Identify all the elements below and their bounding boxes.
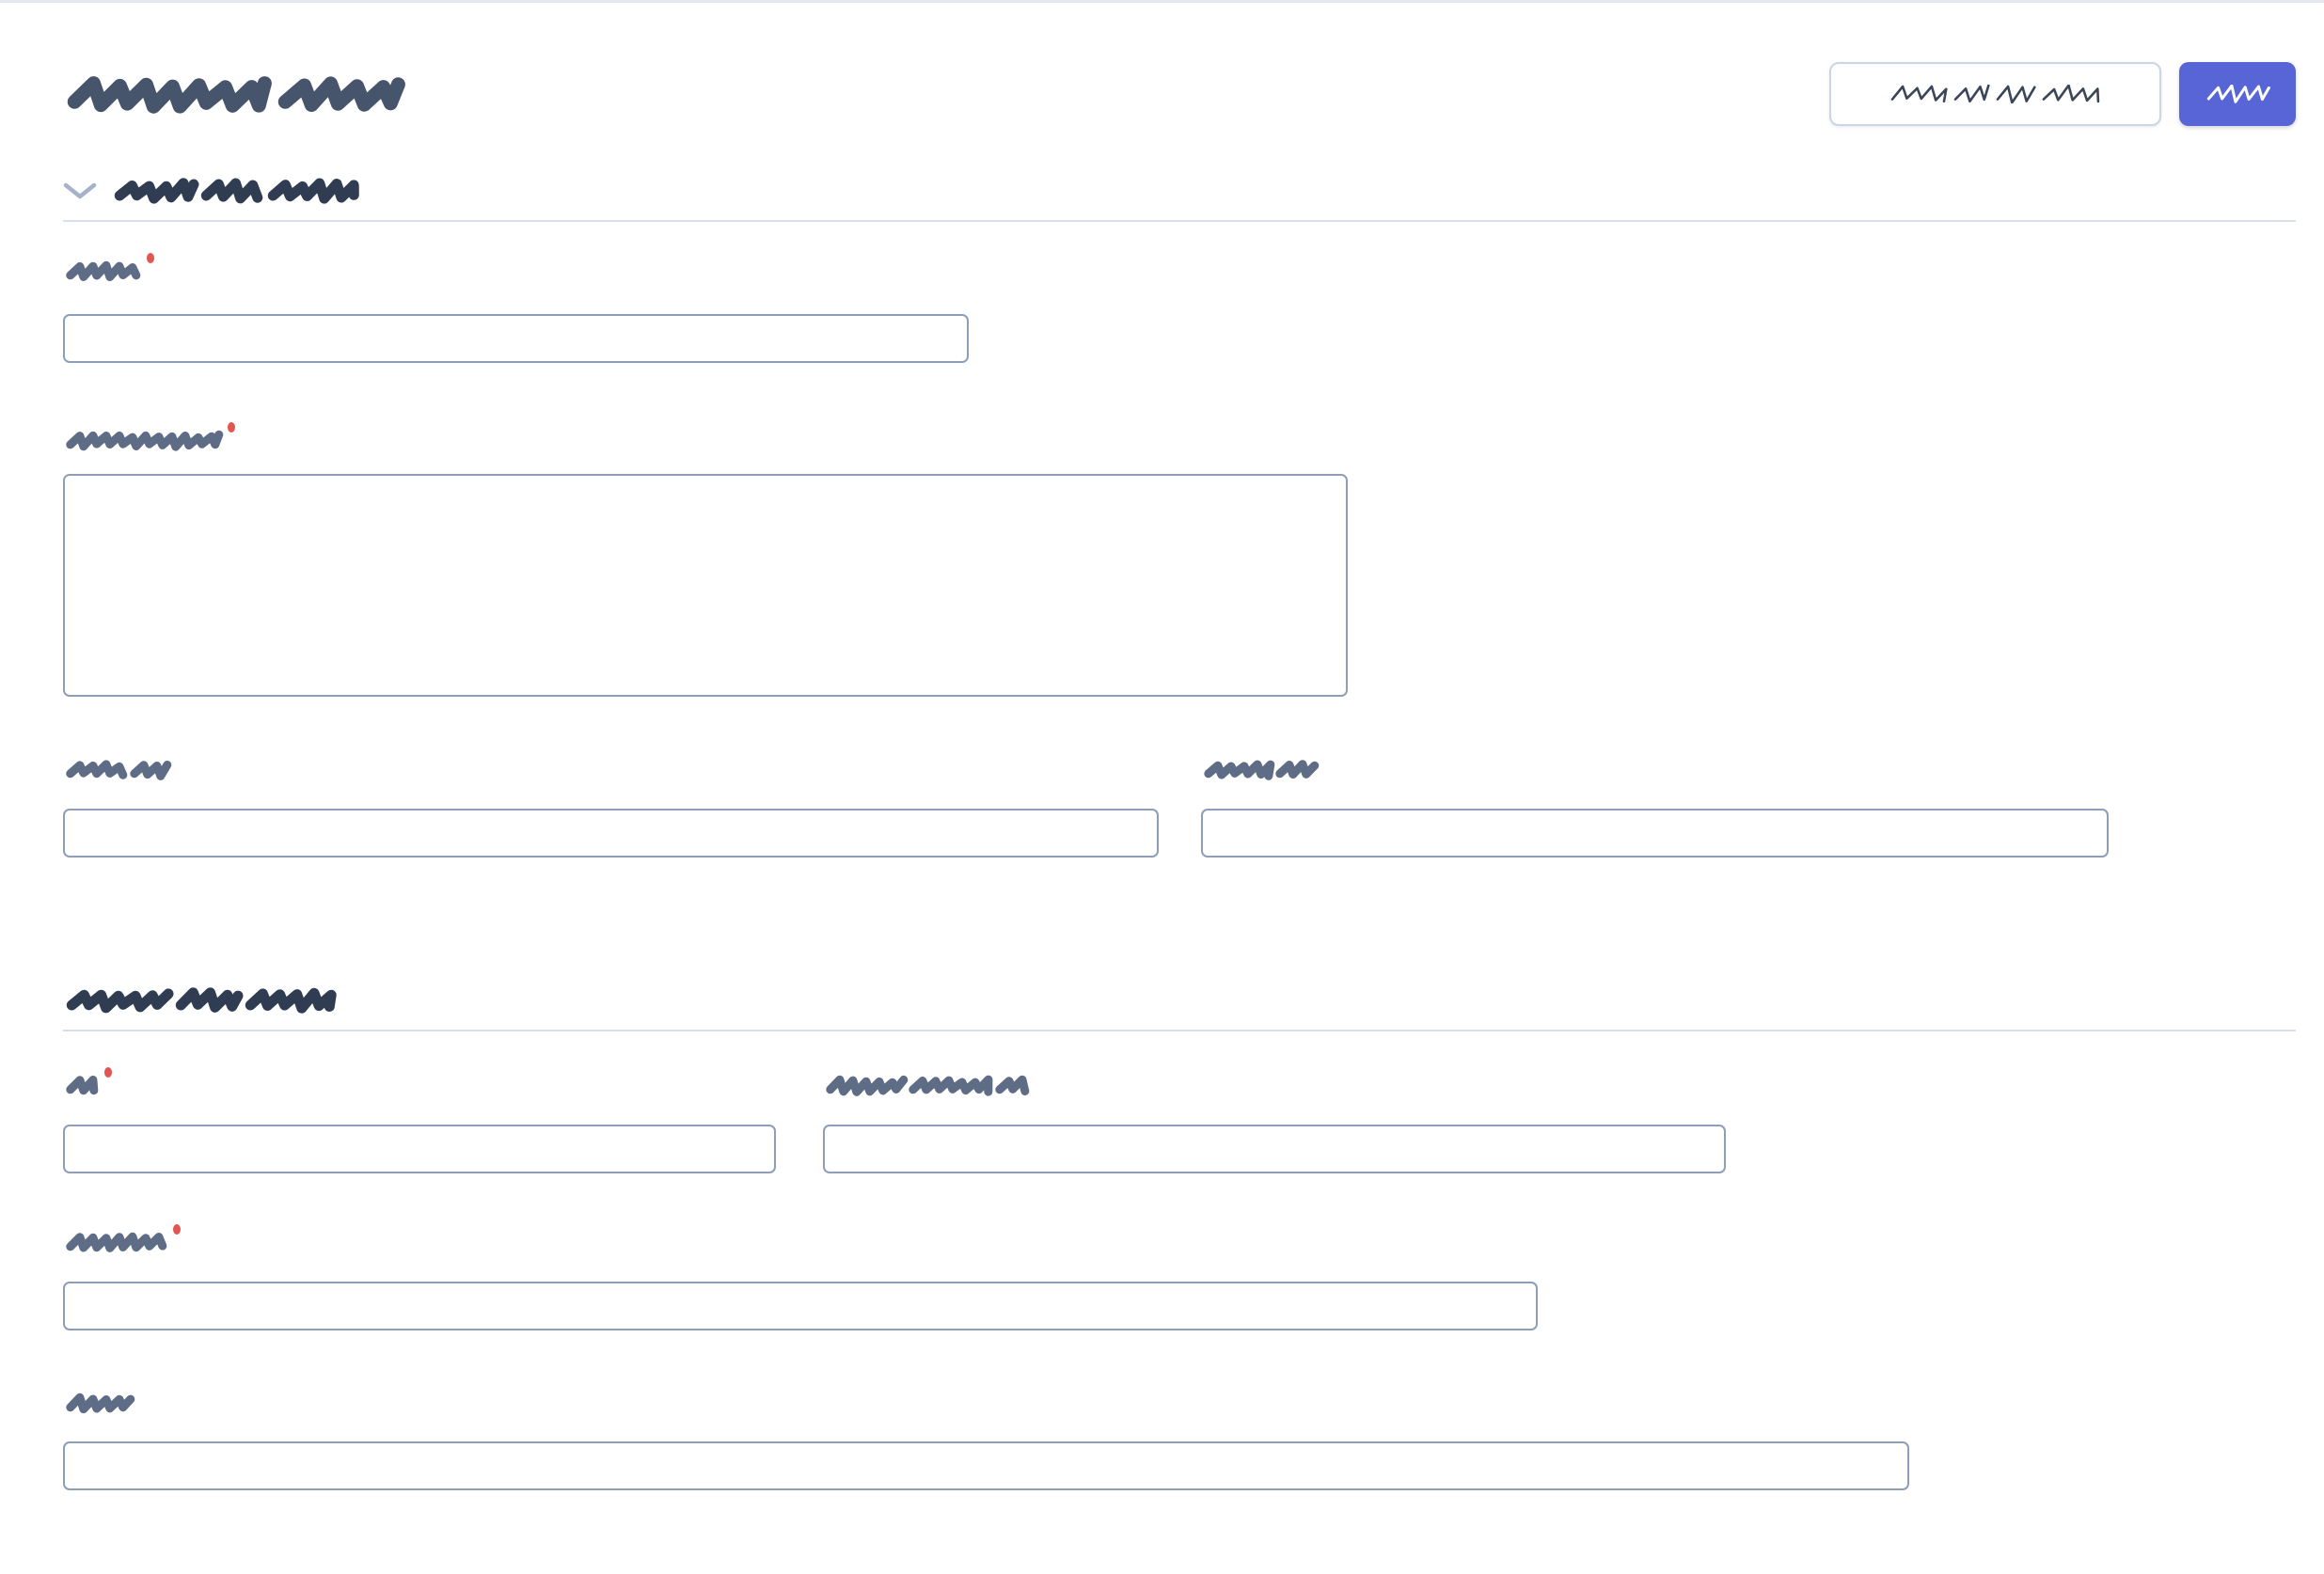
row-2-left-input[interactable] — [63, 1125, 776, 1173]
row-1-right-label — [1201, 758, 2109, 780]
row-2-right-label-scribble — [823, 1074, 1033, 1098]
row-1-left-label — [63, 758, 1159, 780]
section-2-header — [63, 985, 2296, 1015]
row-1-right-column — [1201, 758, 2109, 858]
row-1-left-input[interactable] — [63, 809, 1159, 858]
page-header — [63, 61, 2296, 127]
section-2-title-scribble — [63, 985, 339, 1015]
field-4-label — [63, 1392, 2296, 1414]
field-3-label-scribble — [63, 1231, 170, 1255]
row-2-left-label — [63, 1067, 776, 1098]
row-2-right-input[interactable] — [823, 1125, 1726, 1173]
required-dot — [173, 1224, 181, 1235]
required-dot — [228, 422, 235, 433]
row-2-left-label-scribble — [63, 1074, 102, 1098]
section-1-header[interactable] — [63, 176, 2296, 206]
chevron-down-icon — [63, 181, 97, 200]
row-1-left-label-scribble — [63, 758, 173, 782]
field-row-2 — [63, 1067, 2296, 1173]
row-1-right-input[interactable] — [1201, 809, 2109, 858]
row-1-right-label-scribble — [1201, 758, 1320, 782]
section-1-divider — [63, 220, 2296, 222]
required-dot — [104, 1067, 112, 1078]
field-4-input[interactable] — [63, 1441, 1909, 1490]
submit-button-label-scribble — [2205, 84, 2270, 103]
field-row-1 — [63, 758, 2296, 858]
search-input[interactable] — [1829, 62, 2161, 126]
field-2-label-scribble — [63, 429, 225, 453]
row-1-left-column — [63, 758, 1159, 858]
field-1-input[interactable] — [63, 314, 969, 363]
page-top-accent-border — [0, 0, 2324, 3]
field-3-label — [63, 1224, 2296, 1255]
field-1-label-scribble — [63, 260, 144, 284]
row-2-right-label — [823, 1074, 1726, 1096]
submit-button[interactable] — [2179, 62, 2296, 126]
field-2-textarea[interactable] — [63, 474, 1348, 697]
field-3-input[interactable] — [63, 1282, 1538, 1330]
row-2-right-column — [823, 1074, 1726, 1173]
field-4-label-scribble — [63, 1392, 136, 1416]
form-page — [0, 61, 2324, 1490]
field-1-label — [63, 253, 2296, 284]
required-dot — [147, 253, 154, 263]
section-2-divider — [63, 1030, 2296, 1031]
section-1-title-scribble — [111, 176, 363, 206]
row-2-left-column — [63, 1067, 776, 1173]
page-title-scribble — [63, 73, 406, 116]
page-title — [63, 73, 406, 116]
field-2-label — [63, 422, 2296, 453]
search-placeholder-scribble — [1889, 84, 2101, 104]
header-controls — [1829, 62, 2296, 126]
